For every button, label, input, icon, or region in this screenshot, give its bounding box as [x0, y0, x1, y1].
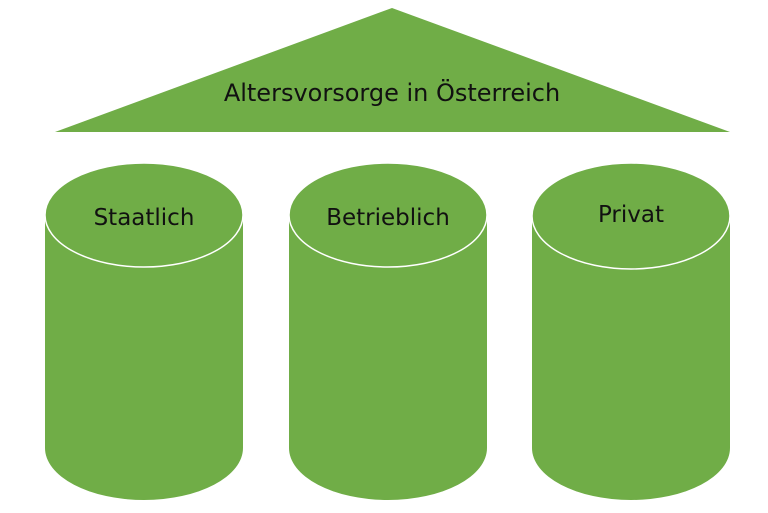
- cylinder-top: [288, 162, 488, 268]
- pillar-label: Staatlich: [94, 205, 195, 231]
- cylinder-top: [44, 162, 244, 268]
- cylinder-body: [45, 215, 243, 500]
- cylinder-body: [289, 215, 487, 500]
- pillar-staatlich: Staatlich: [44, 162, 244, 500]
- roof: Altersvorsorge in Österreich: [55, 8, 730, 132]
- roof-triangle: [55, 8, 730, 132]
- pillar-privat: Privat: [531, 162, 731, 500]
- pillar-label: Privat: [598, 202, 664, 228]
- roof-label: Altersvorsorge in Österreich: [224, 78, 560, 107]
- pillar-betrieblich: Betrieblich: [288, 162, 488, 500]
- cylinder-top: [531, 162, 731, 270]
- pillar-label: Betrieblich: [326, 205, 450, 231]
- cylinder-body: [532, 216, 730, 500]
